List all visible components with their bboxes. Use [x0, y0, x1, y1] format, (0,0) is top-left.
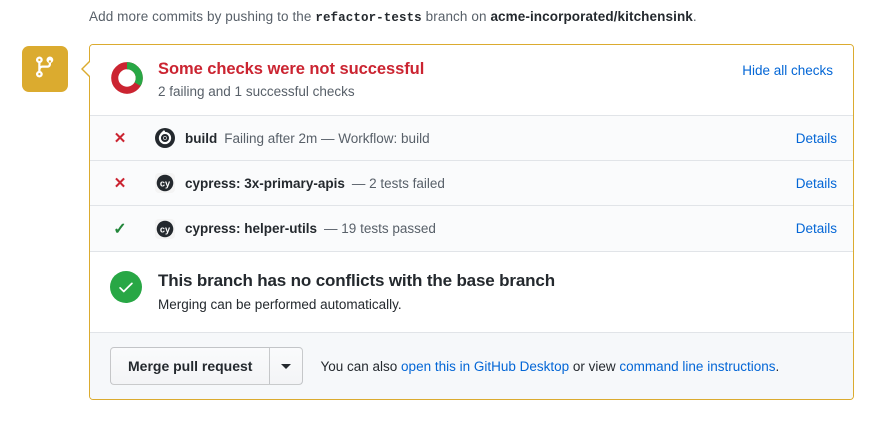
cypress-icon: cy	[155, 173, 175, 193]
merge-footer: Merge pull request You can also open thi…	[90, 332, 853, 399]
notice-suffix: .	[692, 9, 697, 24]
svg-text:cy: cy	[160, 179, 171, 189]
table-row[interactable]: ✕ build Failing after 2m — Workflow: bui…	[90, 116, 853, 161]
merge-button-group: Merge pull request	[110, 347, 304, 385]
cypress-icon: cy	[155, 218, 175, 239]
details-link[interactable]: Details	[795, 175, 837, 191]
merge-options-dropdown-button[interactable]	[269, 347, 304, 385]
branch-name: refactor-tests	[315, 11, 422, 25]
status-success-icon: ✓	[113, 220, 127, 238]
merge-status-badge	[22, 46, 68, 92]
check-description: Failing after 2m — Workflow: build	[224, 130, 430, 146]
push-more-commits-notice: Add more commits by pushing to the refac…	[89, 9, 697, 25]
footer-note: You can also open this in GitHub Desktop…	[320, 359, 779, 374]
details-link[interactable]: Details	[795, 130, 837, 146]
checks-list: ✕ build Failing after 2m — Workflow: bui…	[90, 115, 853, 251]
conflict-title: This branch has no conflicts with the ba…	[158, 271, 555, 290]
chevron-down-icon	[281, 363, 292, 369]
footer-note-suffix: .	[775, 358, 780, 374]
merge-pull-request-button[interactable]: Merge pull request	[110, 347, 270, 385]
footer-note-prefix: You can also	[320, 358, 402, 374]
panel-pointer-fill	[83, 60, 92, 78]
command-line-instructions-link[interactable]: command line instructions	[619, 358, 776, 374]
checks-donut-chart	[110, 61, 144, 95]
footer-note-middle: or view	[569, 358, 620, 374]
merge-status-panel: Some checks were not successful 2 failin…	[89, 44, 854, 400]
details-link[interactable]: Details	[795, 221, 837, 236]
svg-text:cy: cy	[160, 224, 171, 234]
check-description: — 19 tests passed	[324, 221, 436, 236]
check-description: — 2 tests failed	[351, 175, 445, 191]
check-name: cypress: helper-utils	[185, 221, 318, 236]
conflict-subtitle: Merging can be performed automatically.	[158, 297, 402, 312]
status-failure-icon: ✕	[113, 130, 127, 147]
notice-middle: branch on	[421, 9, 491, 24]
table-row[interactable]: ✕ cy cypress: 3x-primary-apis — 2 tests …	[90, 161, 853, 206]
table-row[interactable]: ✓ cy cypress: helper-utils — 19 tests pa…	[90, 206, 853, 251]
check-name: build	[185, 130, 218, 146]
check-circle-icon	[110, 271, 142, 303]
open-in-github-desktop-link[interactable]: open this in GitHub Desktop	[401, 358, 570, 374]
notice-prefix: Add more commits by pushing to the	[89, 9, 316, 24]
checks-subtitle: 2 failing and 1 successful checks	[158, 84, 355, 99]
checks-title: Some checks were not successful	[158, 60, 425, 78]
status-failure-icon: ✕	[113, 175, 127, 192]
repo-name: acme-incorporated/kitchensink	[490, 9, 693, 24]
hide-all-checks-link[interactable]: Hide all checks	[742, 63, 833, 78]
checks-summary-header: Some checks were not successful 2 failin…	[90, 45, 853, 115]
git-merge-icon	[33, 55, 57, 84]
check-name: cypress: 3x-primary-apis	[185, 175, 345, 191]
merge-conflict-status: This branch has no conflicts with the ba…	[90, 251, 853, 332]
github-actions-icon	[155, 128, 175, 148]
